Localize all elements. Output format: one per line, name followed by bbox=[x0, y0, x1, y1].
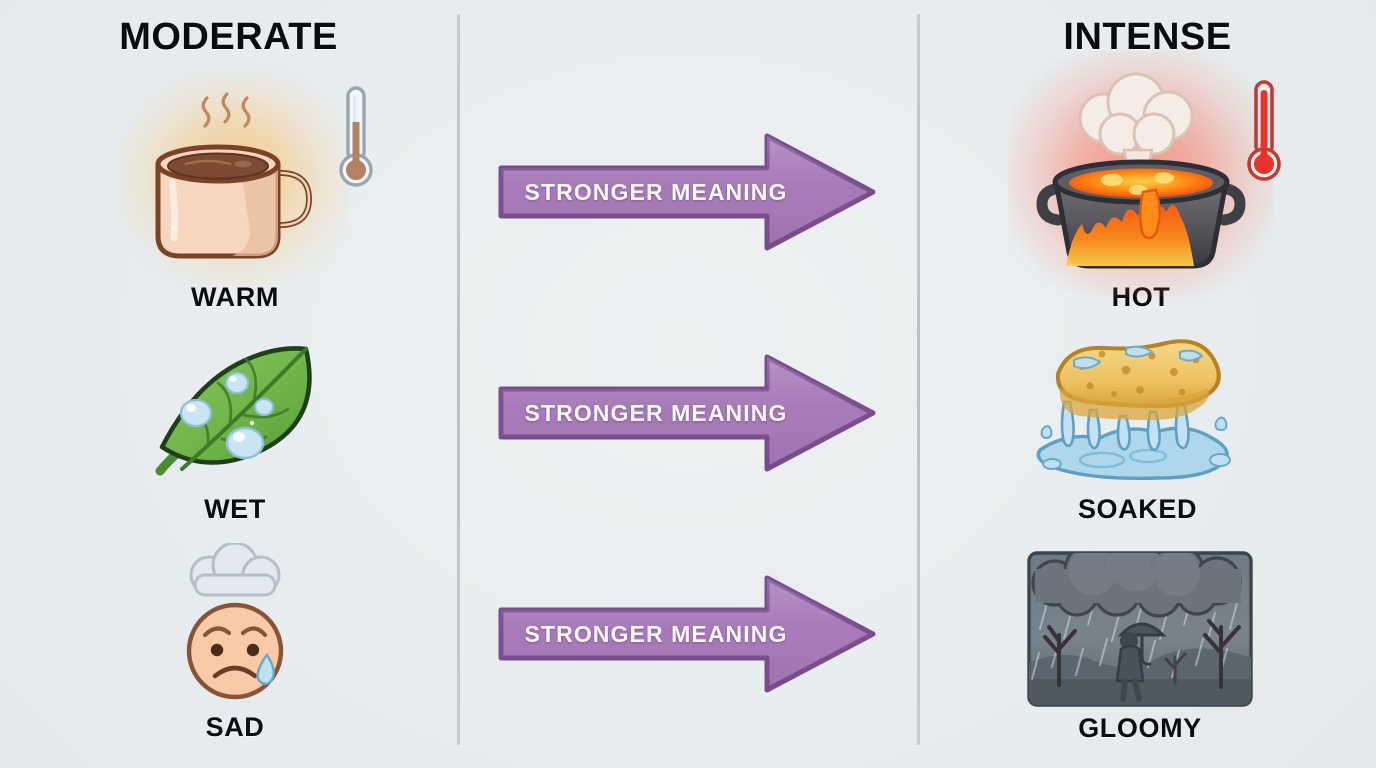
arrow-row-2: STRONGER MEANING bbox=[497, 353, 877, 473]
cell-intense-gloomy: GLOOMY bbox=[1025, 546, 1255, 744]
thermometer-hot-icon bbox=[1247, 80, 1281, 181]
cell-moderate-sad: SAD bbox=[155, 541, 315, 743]
label-hot: HOT bbox=[1111, 282, 1171, 312]
arrow-row-1: STRONGER MEANING bbox=[497, 132, 877, 252]
boiling-lava-pot-icon bbox=[1008, 51, 1281, 297]
dripping-sponge-puddle-icon bbox=[1030, 332, 1245, 490]
arrow-row-3: STRONGER MEANING bbox=[497, 574, 877, 694]
cell-intense-soaked: SOAKED bbox=[1030, 330, 1245, 525]
cell-moderate-warm: WARM bbox=[110, 70, 373, 313]
rainy-gloomy-scene-icon bbox=[1025, 549, 1255, 709]
label-wet: WET bbox=[204, 494, 266, 524]
divider-left bbox=[457, 14, 460, 745]
label-gloomy: GLOOMY bbox=[1078, 713, 1202, 743]
cell-intense-hot: HOT bbox=[1008, 51, 1281, 313]
label-sad: SAD bbox=[205, 712, 265, 742]
column-header-intense: INTENSE bbox=[1063, 16, 1232, 58]
steaming-coffee-mug-icon bbox=[110, 70, 373, 286]
label-soaked: SOAKED bbox=[1077, 494, 1198, 524]
dewy-leaf-icon bbox=[130, 335, 340, 490]
thermometer-medium-icon bbox=[339, 86, 373, 187]
sad-face-with-cloud-icon bbox=[155, 541, 315, 708]
cell-moderate-wet: WET bbox=[130, 330, 340, 525]
divider-right bbox=[917, 14, 920, 745]
column-header-moderate: MODERATE bbox=[119, 16, 338, 58]
label-warm: WARM bbox=[191, 282, 279, 312]
